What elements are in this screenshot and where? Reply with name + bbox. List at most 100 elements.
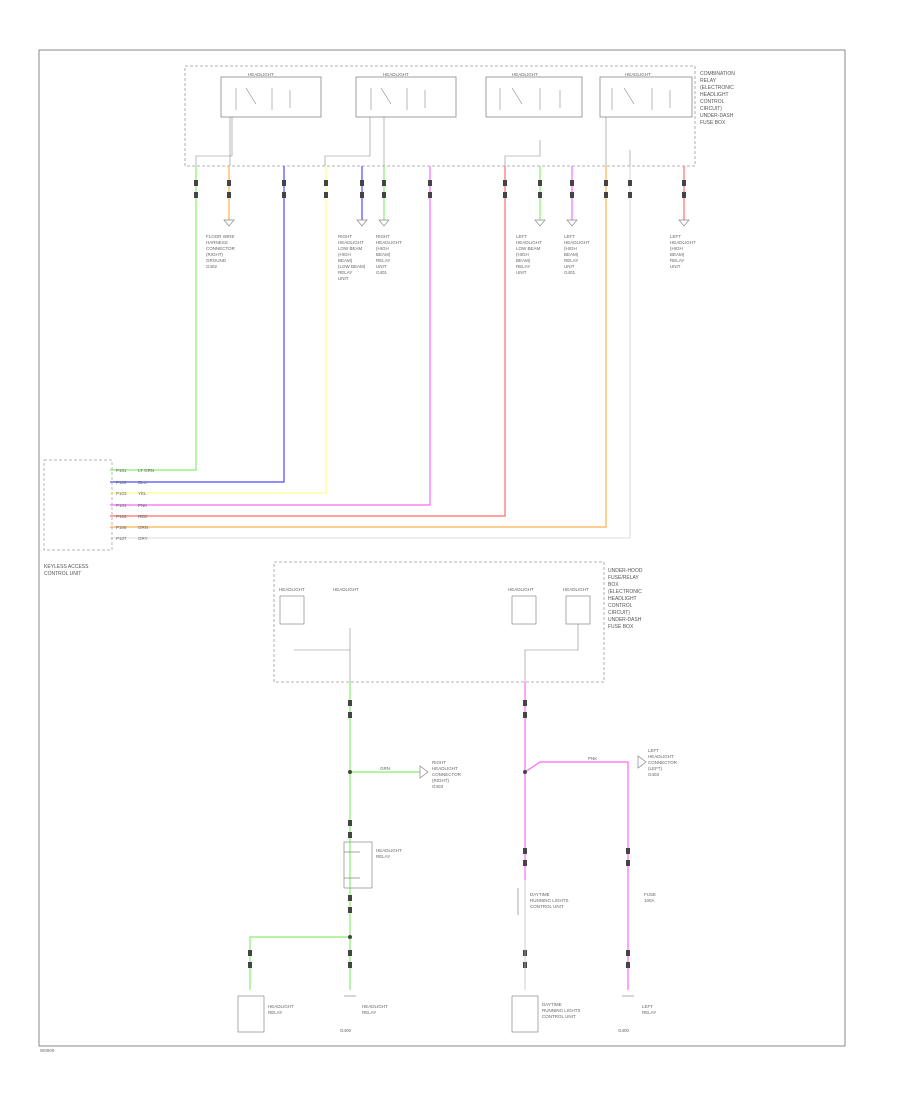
svg-text:RELAY: RELAY [564,258,578,263]
svg-text:(RIGHT): (RIGHT) [432,778,449,783]
svg-text:HEADLIGHT: HEADLIGHT [376,848,402,853]
svg-text:(RIGHT): (RIGHT) [206,252,223,257]
svg-text:HEADLIGHT: HEADLIGHT [648,754,674,759]
svg-text:HEADLIGHT: HEADLIGHT [563,587,589,592]
svg-text:HEADLIGHT: HEADLIGHT [432,766,458,771]
bottom-box-1: HEADLIGHT RELAY [237,995,294,1033]
svg-text:HEADLIGHT: HEADLIGHT [333,587,359,592]
left-module-label: KEYLESS ACCESS CONTROL UNIT [44,564,89,577]
svg-text:UNIT: UNIT [564,264,575,269]
svg-text:P102: P102 [116,480,127,485]
svg-text:(HIGH: (HIGH [338,252,351,257]
svg-text:FUSE BOX: FUSE BOX [700,120,726,126]
bottom-id-1: G400 [340,1028,352,1033]
bottom-box-3: DAYTIME RUNNING LIGHTS CONTROL UNIT [511,995,581,1033]
lower-green-marks [248,700,352,968]
svg-text:FLOOR WIRE: FLOOR WIRE [206,234,235,239]
svg-text:UNDER-DASH: UNDER-DASH [608,617,642,623]
svg-text:YEL: YEL [138,491,147,496]
wire-blue [110,166,285,483]
svg-text:(HIGH: (HIGH [376,246,389,251]
svg-text:(ELECTRONIC: (ELECTRONIC [608,589,642,595]
left-branch-label: RIGHT HEADLIGHT CONNECTOR (RIGHT) G403 [432,760,462,789]
top-relay-4-label: HEADLIGHT [625,72,651,77]
svg-text:COMBINATION: COMBINATION [700,71,735,77]
wire-green [110,166,197,471]
connector-marks [194,180,686,198]
svg-text:CIRCUIT): CIRCUIT) [700,106,722,112]
svg-text:G402: G402 [206,264,218,269]
diode-element [343,841,373,889]
left-module-box [43,459,113,551]
top-box-internal [195,117,631,166]
wire-magenta [110,166,431,506]
footer-code: W0000 [40,1048,55,1053]
svg-text:HEADLIGHT: HEADLIGHT [564,240,590,245]
svg-text:HEADLIGHT: HEADLIGHT [516,240,542,245]
svg-text:BEAM): BEAM) [338,258,353,263]
svg-text:CIRCUIT): CIRCUIT) [608,610,630,616]
svg-text:FUSE BOX: FUSE BOX [608,624,634,630]
svg-text:DAYTIME: DAYTIME [530,892,550,897]
svg-text:RELAY: RELAY [642,1010,656,1015]
ground-symbols [223,219,690,227]
svg-text:FUSE/RELAY: FUSE/RELAY [608,575,639,581]
svg-text:(HIGH: (HIGH [516,252,529,257]
svg-text:UNDER-DASH: UNDER-DASH [700,113,734,119]
svg-text:LEFT: LEFT [670,234,681,239]
svg-text:UNDER-HOOD: UNDER-HOOD [608,568,643,574]
svg-text:P103: P103 [116,491,127,496]
svg-text:PNK: PNK [138,503,147,508]
svg-text:(HIGH: (HIGH [564,246,577,251]
top-relay-1-label: HEADLIGHT [248,72,274,77]
top-relays: HEADLIGHT HEADLIGHT HEADLIGHT HEADLIGHT [220,72,693,118]
svg-text:UNIT: UNIT [516,270,527,275]
top-wires [110,166,685,539]
svg-text:100A: 100A [644,898,655,903]
top-relay-3 [485,76,583,118]
right-branch-connector [637,755,647,769]
svg-text:HEADLIGHT: HEADLIGHT [338,240,364,245]
right-branch-label: LEFT HEADLIGHT CONNECTOR (LEFT) G403 [648,748,678,777]
mid-box-label: UNDER-HOOD FUSE/RELAY BOX (ELECTRONIC HE… [608,568,643,630]
top-box-label: COMBINATION RELAY (ELECTRONIC HEADLIGHT … [700,71,735,126]
svg-text:G401: G401 [564,270,576,275]
top-relay-4 [599,76,693,118]
svg-text:P101: P101 [116,468,127,473]
drl-component [517,880,526,990]
svg-text:HEADLIGHT: HEADLIGHT [670,240,696,245]
svg-text:LEFT: LEFT [516,234,527,239]
svg-text:RIGHT: RIGHT [432,760,446,765]
wire-orange [110,166,607,528]
svg-text:UNIT: UNIT [338,276,349,281]
svg-text:UNIT: UNIT [670,264,681,269]
svg-text:LEFT: LEFT [648,748,659,753]
left-branch-wire-label: GRN [380,766,390,771]
svg-text:CONNECTOR: CONNECTOR [648,760,678,765]
svg-text:CONTROL: CONTROL [700,99,725,105]
svg-text:P104: P104 [116,503,127,508]
svg-text:HEADLIGHT: HEADLIGHT [508,587,534,592]
svg-text:(HIGH: (HIGH [670,246,683,251]
drop-label-3: RIGHT HEADLIGHT (HIGH BEAM) RELAY UNIT G… [376,234,402,275]
svg-text:LT GRN: LT GRN [138,468,154,473]
svg-text:RUNNING LIGHTS: RUNNING LIGHTS [530,898,569,903]
svg-text:CONTROL UNIT: CONTROL UNIT [542,1014,576,1019]
svg-text:RELAY: RELAY [362,1010,376,1015]
svg-text:CONNECTOR: CONNECTOR [206,246,236,251]
svg-text:RUNNING LIGHTS: RUNNING LIGHTS [542,1008,581,1013]
lower-magenta-marks [523,700,630,968]
svg-text:G403: G403 [648,772,660,777]
svg-text:KEYLESS ACCESS: KEYLESS ACCESS [44,564,89,570]
svg-text:DAYTIME: DAYTIME [542,1002,562,1007]
svg-text:BEAM): BEAM) [670,252,685,257]
bottom-id-2: G400 [618,1028,630,1033]
svg-text:RELAY: RELAY [516,264,530,269]
svg-text:CONTROL UNIT: CONTROL UNIT [44,571,81,577]
svg-text:RELAY: RELAY [376,854,390,859]
svg-text:P107: P107 [116,536,127,541]
lower-magenta-wires [524,682,629,990]
svg-text:P106: P106 [116,525,127,530]
svg-text:(ELECTRONIC: (ELECTRONIC [700,85,734,91]
diode-label: HEADLIGHT RELAY [376,848,402,859]
